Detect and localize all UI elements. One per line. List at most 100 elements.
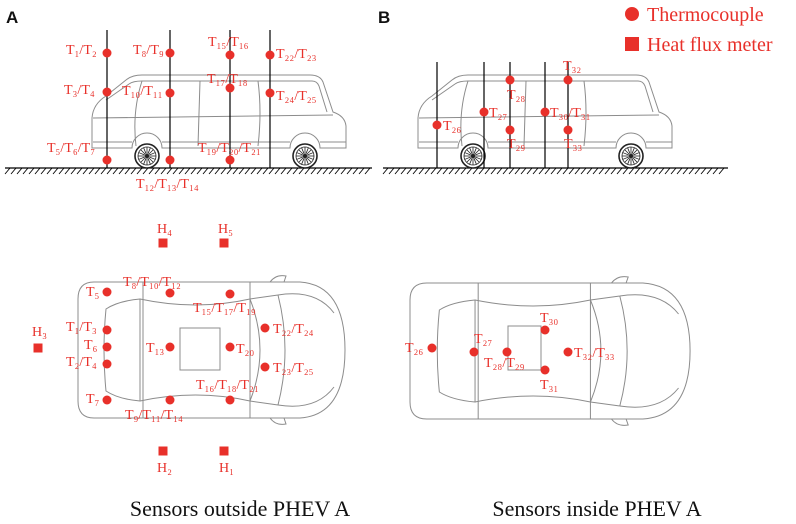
thermocouple-marker	[260, 362, 270, 372]
ground-hatch-mark	[562, 167, 569, 175]
thermocouple-marker	[502, 347, 512, 357]
ground-hatch-mark	[532, 167, 539, 175]
ground-hatch-mark	[250, 167, 257, 175]
ground-hatch-mark	[682, 167, 689, 175]
ground-hatch-mark	[40, 167, 47, 175]
ground-hatch-mark	[694, 167, 701, 175]
ground-hatch-mark	[400, 167, 407, 175]
ground-hatch-mark	[280, 167, 287, 175]
ground-hatch-mark	[652, 167, 659, 175]
thermocouple-marker	[102, 395, 112, 405]
legend: Thermocouple Heat flux meter	[625, 4, 773, 56]
ground-hatch-mark	[460, 167, 467, 175]
ground-hatch-mark	[598, 167, 605, 175]
thermocouple-label: T₁₅/T₁₆	[208, 35, 249, 50]
heat-flux-label: H₁	[219, 461, 234, 476]
thermocouple-marker	[102, 359, 112, 369]
ground-hatch-mark	[94, 167, 101, 175]
heat-flux-marker	[33, 343, 43, 353]
thermocouple-marker	[225, 289, 235, 299]
thermocouple-marker	[469, 347, 479, 357]
ground-hatch-mark	[706, 167, 713, 175]
ground-hatch-mark	[226, 167, 233, 175]
ground-hatch-mark	[10, 167, 17, 175]
thermocouple-marker	[505, 75, 515, 85]
ground-hatch-mark	[304, 167, 311, 175]
ground-hatch-mark	[4, 167, 11, 175]
ground-hatch-mark	[124, 167, 131, 175]
legend-heat-flux-label: Heat flux meter	[647, 34, 773, 56]
thermocouple-marker	[265, 50, 275, 60]
legend-thermocouple-label: Thermocouple	[647, 4, 764, 26]
ground-hatch-mark	[394, 167, 401, 175]
ground-hatch-mark	[352, 167, 359, 175]
ground-hatch-mark	[514, 167, 521, 175]
heat-flux-label: H₃	[32, 325, 47, 340]
panel-a-side-view: T₁/T₂ T₈/T₉ T₁₅/T₁₆ T₂₂/T₂₃ T₃/T₄ T₁₀/T₁…	[4, 30, 372, 192]
ground-hatch-mark	[58, 167, 65, 175]
thermocouple-marker	[563, 125, 573, 135]
ground-hatch-mark	[340, 167, 347, 175]
thermocouple-label: T₁₃	[146, 341, 164, 356]
thermocouple-label: T₃₀	[540, 311, 558, 326]
caption-inside: Sensors inside PHEV A	[492, 496, 701, 521]
ground-hatch-mark	[448, 167, 455, 175]
ground-hatch-mark	[418, 167, 425, 175]
ground-hatch-a	[4, 167, 371, 175]
ground-hatch-mark	[268, 167, 275, 175]
ground-hatch-mark	[70, 167, 77, 175]
ground-hatch-mark	[292, 167, 299, 175]
thermocouple-marker	[102, 325, 112, 335]
ground-hatch-mark	[586, 167, 593, 175]
thermocouple-label: T₃₀/T₃₁	[550, 106, 591, 121]
ground-hatch-mark	[676, 167, 683, 175]
thermocouple-label: T₇	[86, 392, 100, 407]
ground-hatch-mark	[544, 167, 551, 175]
thermocouple-marker	[102, 287, 112, 297]
thermocouple-marker	[102, 87, 112, 97]
thermocouple-label: T₂₈	[507, 88, 525, 103]
ground-hatch-mark	[82, 167, 89, 175]
thermocouple-label: T₃₃	[564, 137, 582, 152]
panel-label-a: A	[6, 8, 18, 27]
panel-b-side-view: T₂₆ T₂₇ T₂₈ T₂₉ T₃₀/T₃₁ T₃₂ T₃₃	[382, 59, 728, 175]
ground-hatch-mark	[568, 167, 575, 175]
ground-hatch-mark	[508, 167, 515, 175]
ground-hatch-mark	[592, 167, 599, 175]
thermocouple-marker	[102, 48, 112, 58]
ground-hatch-mark	[538, 167, 545, 175]
thermocouple-label: T₅	[86, 285, 100, 300]
thermocouple-label: T₁₉/T₂₀/T₂₁	[198, 141, 261, 156]
thermocouple-label: T₁/T₃	[66, 320, 97, 335]
ground-hatch-mark	[154, 167, 161, 175]
thermocouple-marker	[563, 75, 573, 85]
thermocouple-marker	[225, 155, 235, 165]
ground-hatch-mark	[466, 167, 473, 175]
ground-hatch-mark	[112, 167, 119, 175]
thermocouple-label: T₂₂/T₂₄	[273, 322, 314, 337]
ground-hatch-mark	[328, 167, 335, 175]
ground-hatch-mark	[526, 167, 533, 175]
ground-hatch-mark	[22, 167, 29, 175]
thermocouple-label: T₅/T₆/T₇	[47, 141, 95, 156]
ground-hatch-mark	[136, 167, 143, 175]
ground-hatch-mark	[484, 167, 491, 175]
ground-hatch-mark	[382, 167, 389, 175]
thermocouple-marker	[479, 107, 489, 117]
thermocouple-marker	[165, 395, 175, 405]
ground-hatch-mark	[574, 167, 581, 175]
ground-hatch-mark	[454, 167, 461, 175]
ground-hatch-mark	[160, 167, 167, 175]
ground-hatch-mark	[88, 167, 95, 175]
ground-hatch-mark	[664, 167, 671, 175]
thermocouple-marker	[563, 347, 573, 357]
ground-hatch-mark	[118, 167, 125, 175]
thermocouple-label: T₂₃/T₂₅	[273, 361, 314, 376]
ground-hatch-mark	[358, 167, 365, 175]
ground-hatch-mark	[286, 167, 293, 175]
ground-hatch-mark	[262, 167, 269, 175]
ground-hatch-mark	[46, 167, 53, 175]
thermocouple-label: T₉/T₁₁/T₁₄	[125, 408, 183, 423]
thermocouple-label: T₁₆/T₁₈/T₂₁	[196, 378, 259, 393]
ground-hatch-mark	[28, 167, 35, 175]
